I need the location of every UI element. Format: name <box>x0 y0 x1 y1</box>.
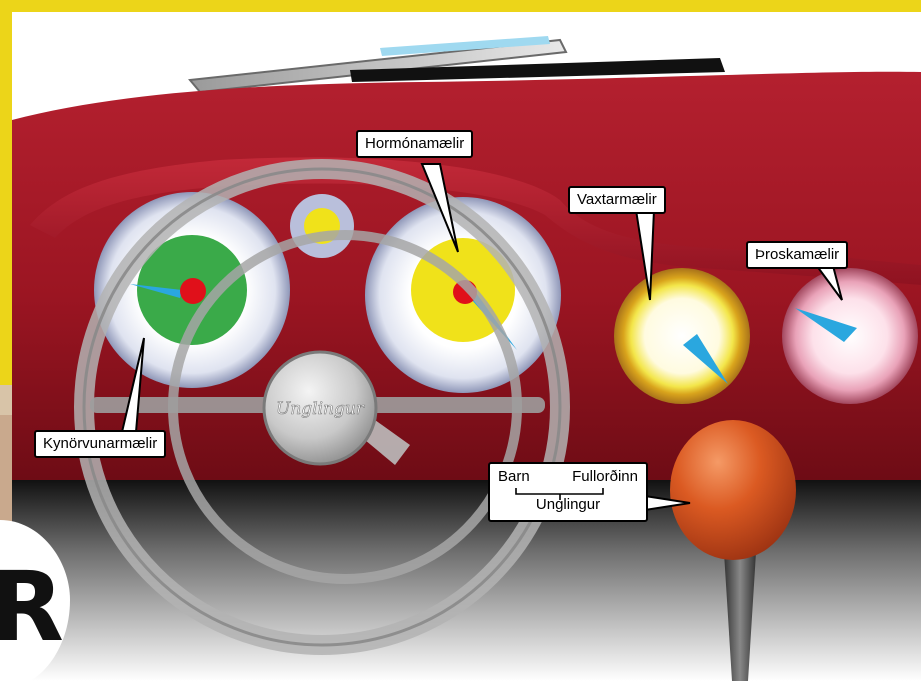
gear-scale-right-label: Fullorðinn <box>572 468 638 486</box>
hormone-gauge-label: Hormónamælir <box>365 135 464 152</box>
small-indicator-gauge <box>290 194 354 258</box>
steering-wheel: Unglingur <box>84 169 560 645</box>
hub-label: Unglingur <box>276 399 365 419</box>
maturity-gauge-callout: Þroskamælir <box>746 241 848 269</box>
sexual-development-gauge-callout: Kynörvunarmælir <box>34 430 166 458</box>
maturity-gauge <box>782 268 918 404</box>
gear-scale-callout: Barn Fullorðinn Unglingur <box>488 462 648 522</box>
gear-scale-ends: Barn Fullorðinn <box>498 468 638 486</box>
gear-scale-left-label: Barn <box>498 468 530 486</box>
growth-gauge-callout: Vaxtarmælir <box>568 186 666 214</box>
gear-scale-bracket <box>498 488 638 500</box>
maturity-gauge-label: Þroskamælir <box>755 246 839 263</box>
pivot-icon <box>180 278 206 304</box>
growth-gauge-label: Vaxtarmælir <box>577 191 657 208</box>
gear-knob <box>670 420 796 560</box>
sexual-development-gauge-label: Kynörvunarmælir <box>43 435 157 452</box>
hormone-gauge-callout: Hormónamælir <box>356 130 473 158</box>
growth-gauge <box>614 268 750 404</box>
corner-badge-text: R <box>0 551 64 663</box>
